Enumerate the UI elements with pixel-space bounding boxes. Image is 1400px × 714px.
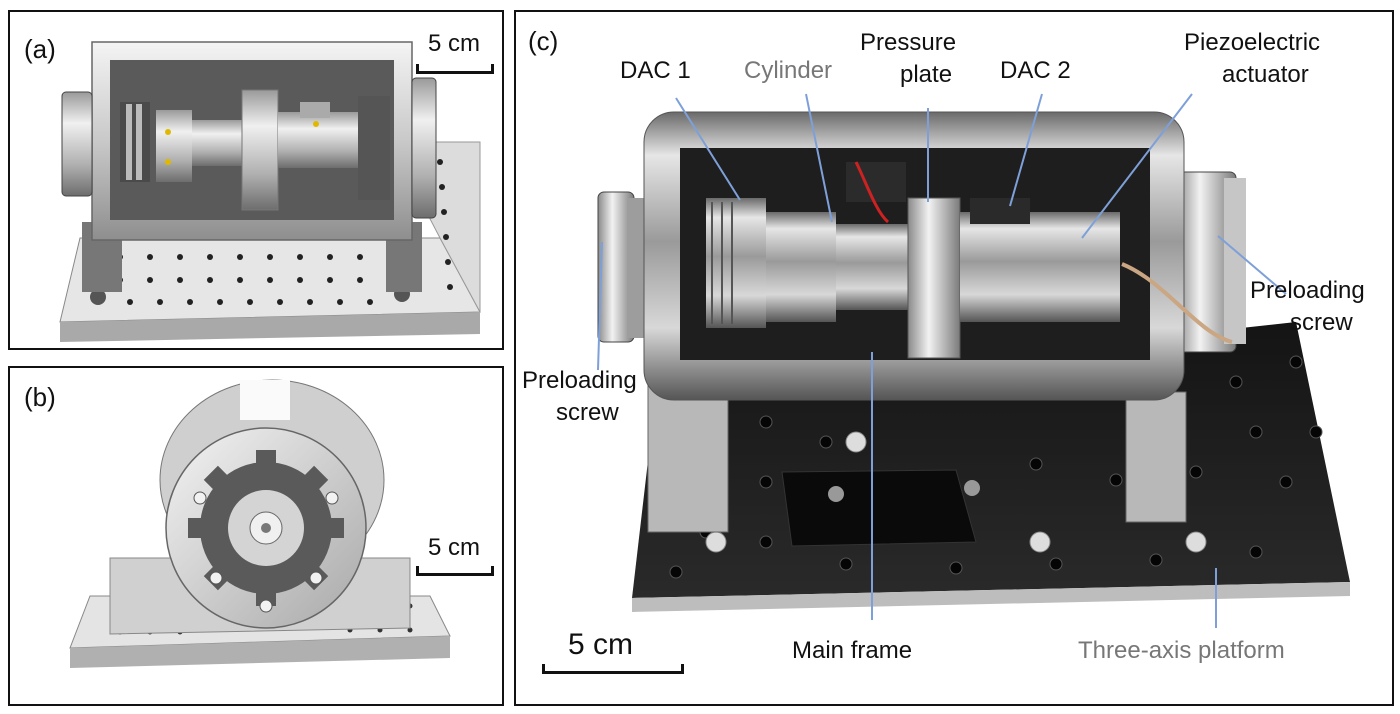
panel-a-label: (a) [24, 34, 56, 64]
panel-a-scale-bar [416, 64, 494, 74]
annotation-leader-lines [597, 93, 1287, 628]
label-preloading-right-line1: Preloading [1250, 277, 1365, 304]
label-main-frame: Main frame [792, 637, 913, 664]
label-three-axis-platform: Three-axis platform [1078, 637, 1285, 664]
label-piezo-line2: actuator [1222, 61, 1309, 88]
panel-c-photo [597, 93, 1350, 628]
panel-b-scale-bar [416, 566, 494, 576]
label-dac1: DAC 1 [620, 57, 691, 84]
label-preloading-right-line2: screw [1290, 309, 1353, 336]
label-preloading-left-line2: screw [556, 399, 619, 426]
label-preloading-left-line1: Preloading [522, 367, 637, 394]
label-pressure-plate-line1: Pressure [860, 29, 957, 56]
panel-c-label: (c) [528, 26, 559, 56]
panel-c-scale-bar [542, 664, 684, 674]
label-pressure-plate-line2: plate [900, 61, 953, 88]
label-piezo-line1: Piezoelectric [1184, 29, 1321, 56]
panel-b-label: (b) [24, 382, 56, 412]
panel-c: (c) DAC 1 Cylinder Pressure plate DAC 2 … [514, 10, 1394, 706]
panel-a-rendering [59, 41, 481, 342]
panel-b-rendering [69, 379, 451, 668]
label-dac2: DAC 2 [1000, 57, 1071, 84]
panel-b-scale-text: 5 cm [428, 534, 481, 561]
panel-c-scale-text: 5 cm [568, 628, 634, 661]
panel-b: (b) 5 cm [8, 366, 504, 706]
label-cylinder: Cylinder [744, 57, 833, 84]
panel-a: (a) 5 cm [8, 10, 504, 350]
panel-a-scale-text: 5 cm [428, 30, 481, 57]
